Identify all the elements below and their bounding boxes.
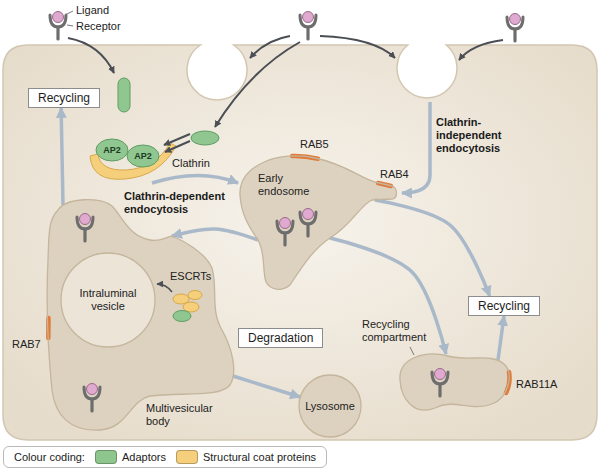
- pathway-label: Clathrin-dependent endocytosis: [124, 190, 236, 216]
- organelle-outline: [61, 253, 155, 347]
- recruit-arrow: [165, 141, 190, 152]
- lysosome: Lysosome: [298, 374, 362, 438]
- receptor-symbol: [507, 14, 523, 42]
- multivesicular-body-fill: [47, 200, 233, 431]
- adaptor-ellipse: [96, 139, 128, 161]
- receptor-symbol: [432, 369, 448, 397]
- organelle-outline: [47, 200, 233, 431]
- degradation-box: Degradation: [238, 328, 323, 348]
- node-label: AP2: [126, 151, 160, 162]
- leader-line: [410, 347, 414, 355]
- legend-box: Colour coding: Adaptors Structural coat pr…: [3, 446, 327, 468]
- pathway-arrow: [498, 316, 504, 360]
- uptake-arrow: [68, 38, 114, 73]
- recycling-box: Recycling: [28, 88, 100, 108]
- receptor-label: Receptor: [76, 20, 121, 33]
- uptake-arrow: [250, 36, 290, 58]
- node-label: Recycling: [478, 299, 530, 313]
- node-outline: [44, 192, 264, 436]
- organelle-outline: [400, 354, 509, 410]
- uptake-arrow: [320, 36, 395, 58]
- adaptor-shape: AP2: [95, 138, 129, 162]
- uptake-arrow: [215, 42, 300, 127]
- organelle-outline: [299, 375, 361, 437]
- adaptor-bar: [118, 78, 130, 112]
- endocytosis-arrow: [152, 176, 238, 184]
- lysosome-fill: [299, 375, 361, 437]
- node-label: Degradation: [248, 331, 313, 345]
- early-endosome: Early endosome: [236, 154, 400, 294]
- escrt-shape: [173, 311, 191, 322]
- legend-label: Structural coat proteins: [203, 451, 316, 464]
- receptor-symbol: [50, 12, 66, 40]
- escrt-shape: [188, 291, 202, 300]
- recycling-compartment-fill: [400, 354, 509, 410]
- receptor-symbol: [277, 218, 293, 246]
- pathway-label: Clathrin-independent endocytosis: [436, 116, 512, 155]
- node-label: Recycling: [38, 91, 90, 105]
- receptor-symbol: [300, 209, 316, 237]
- intraluminal-vesicle-fill: [61, 253, 155, 347]
- leader-line: [65, 11, 73, 15]
- escrt-label: ESCRTs: [170, 270, 211, 283]
- pathway-arrow: [375, 200, 490, 296]
- leader-line: [67, 25, 73, 26]
- node-label: Early endosome: [258, 172, 320, 198]
- early-endosome-fill: [240, 156, 397, 289]
- receptor-symbol: [300, 12, 316, 40]
- cell-membrane: [3, 45, 597, 440]
- node-label: Recycling compartment: [362, 318, 434, 344]
- escrt-arrow: [157, 284, 172, 292]
- pathway-arrow: [172, 229, 258, 240]
- node-label: AP2: [95, 145, 129, 156]
- adaptor-shape: AP2: [126, 144, 160, 168]
- rab-label: RAB4: [380, 168, 409, 181]
- node-label: Intraluminal vesicle: [70, 287, 146, 313]
- ligand-label: Ligand: [76, 4, 109, 17]
- adaptor-oval: [191, 131, 219, 145]
- adaptor-ellipse: [127, 145, 159, 167]
- clathrin-label: Clathrin: [172, 157, 210, 170]
- receptor-symbol: [84, 384, 100, 412]
- uptake-arrow: [459, 40, 503, 60]
- legend-label: Adaptors: [122, 451, 166, 464]
- legend-swatch: [176, 450, 198, 464]
- receptor-symbol: [77, 214, 93, 242]
- pathway-arrow: [330, 238, 446, 354]
- rab-label: RAB5: [300, 138, 329, 151]
- recycling-compartment: Recycling compartment: [360, 316, 512, 416]
- legend-title: Colour coding:: [14, 451, 85, 464]
- recycling-box: Recycling: [468, 296, 540, 316]
- multivesicular-body: Multivesicular body Intraluminal vesicle: [44, 192, 264, 436]
- rab-label: RAB11A: [516, 378, 557, 391]
- organelle-outline: [240, 156, 397, 289]
- node-label: Multivesicular body: [146, 402, 226, 428]
- pathway-arrow: [233, 376, 300, 397]
- intraluminal-vesicle: Intraluminal vesicle: [60, 252, 156, 348]
- pathway-arrow: [61, 108, 63, 205]
- legend-swatch: [95, 450, 117, 464]
- rab-label: RAB7: [12, 338, 41, 351]
- node-label: Lysosome: [300, 400, 360, 413]
